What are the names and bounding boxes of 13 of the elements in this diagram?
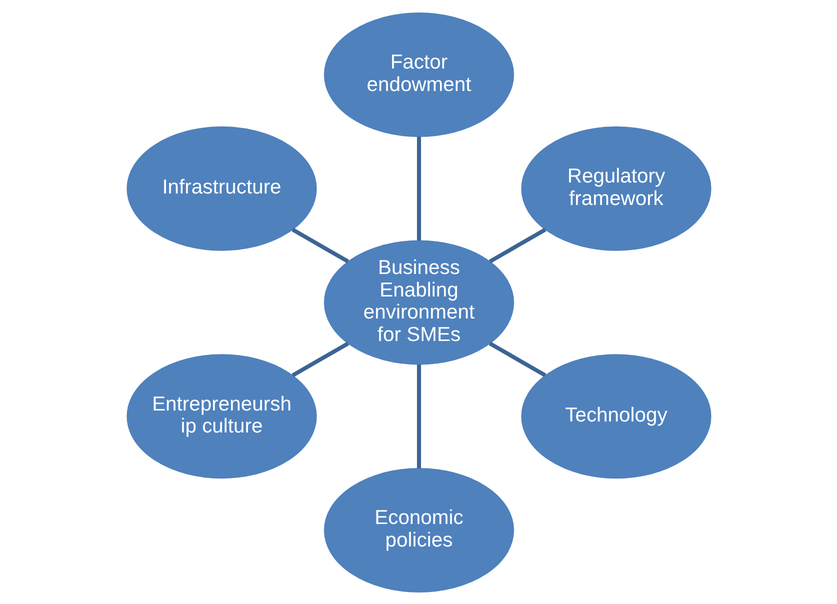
node-ellipse: Business Enabling environment for SMEs	[323, 240, 514, 364]
connector	[416, 136, 421, 240]
node-ellipse: Economic policies	[323, 468, 514, 592]
connector	[488, 341, 546, 377]
node-ellipse: Infrastructure	[126, 126, 316, 250]
connector	[488, 227, 546, 263]
connector	[416, 364, 421, 468]
connector	[291, 227, 349, 263]
node-ellipse: Technology	[520, 354, 711, 478]
node-ellipse: Regulatory framework	[520, 126, 711, 250]
connector	[291, 341, 349, 377]
node-ellipse: Entrepreneursh ip culture	[126, 354, 316, 478]
node-ellipse: Factor endowment	[323, 12, 514, 136]
